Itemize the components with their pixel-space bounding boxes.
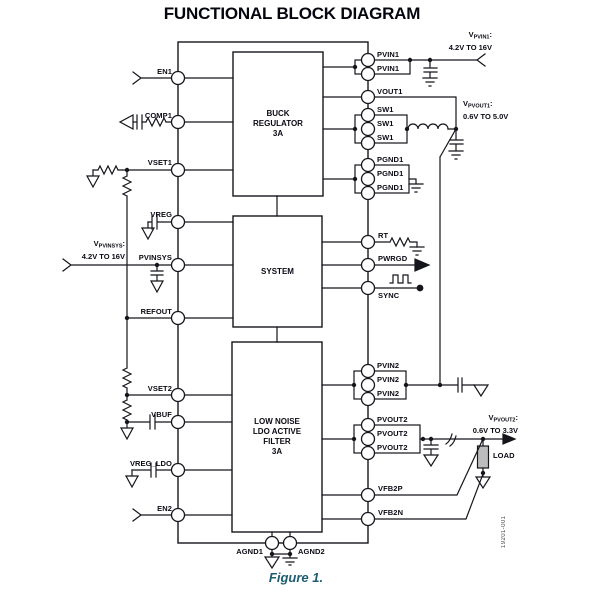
vfb2p-wire xyxy=(374,440,483,496)
pin-label-vbuf: VBUF xyxy=(151,410,172,419)
cap-icon xyxy=(405,377,475,393)
pin-label-pvin2-c: PVIN2 xyxy=(377,389,400,398)
left-internal-wires xyxy=(183,77,234,516)
pvout2-group xyxy=(353,424,517,468)
pin-label-comp1: COMP1 xyxy=(144,111,172,120)
pin-label-pvin2-a: PVIN2 xyxy=(377,361,400,370)
pin-label-en2: EN2 xyxy=(157,504,172,513)
sync-terminal xyxy=(374,274,424,292)
junction-dots xyxy=(124,57,486,557)
earth-ground-icon xyxy=(409,246,425,256)
wire-break-icon xyxy=(445,433,457,447)
ground-arrow-icon xyxy=(124,469,140,489)
cap-to-earth-icon xyxy=(422,59,438,87)
pin-label-en1: EN1 xyxy=(157,67,172,76)
sw1-group xyxy=(354,114,464,386)
pin-label-agnd2: AGND2 xyxy=(298,547,325,556)
annotation-vpvout2: VPVOUT2: 0.6V TO 3.3V xyxy=(472,413,518,435)
system-block-label: SYSTEM xyxy=(261,266,294,276)
capacitor-icon xyxy=(147,214,185,230)
cap-to-ground-icon xyxy=(422,438,440,468)
buck-block xyxy=(232,51,324,197)
vset1-network xyxy=(85,164,185,319)
pin-label-vout1: VOUT1 xyxy=(377,87,403,96)
output-arrow-icon xyxy=(414,258,431,272)
output-cap-earth-icon xyxy=(448,128,464,160)
comp1-network xyxy=(118,113,173,131)
pin-label-sw1-c: SW1 xyxy=(377,133,394,142)
pin-label-pwrgd: PWRGD xyxy=(378,254,408,263)
en1-input-terminal xyxy=(132,71,173,85)
pin-label-vfb2n: VFB2N xyxy=(378,508,404,517)
annotation-vpvinsys: VPVINSYS: 4.2V TO 16V xyxy=(81,239,125,261)
load-resistor xyxy=(476,445,490,469)
input-terminal-icon xyxy=(62,258,185,272)
pin-label-vset2: VSET2 xyxy=(147,384,172,393)
pin-label-sync: SYNC xyxy=(378,291,400,300)
rt-network xyxy=(374,236,425,256)
output-arrow-icon xyxy=(502,433,517,445)
pin-label-pgnd1-a: PGND1 xyxy=(377,155,404,164)
ldo-block-label: LOW NOISE LDO ACTIVE FILTER 3A xyxy=(252,417,302,456)
pvin1-wire-terminal xyxy=(409,53,486,67)
vreg-cap xyxy=(140,214,185,241)
pin-label-pvin2-b: PVIN2 xyxy=(377,375,400,384)
pwrgd-output xyxy=(374,258,431,272)
vout1-wire xyxy=(374,96,457,130)
pin-label-pvout2-c: PVOUT2 xyxy=(377,443,408,452)
pin-label-pgnd1-c: PGND1 xyxy=(377,183,404,192)
pin-label-rt: RT xyxy=(378,231,389,240)
pin-label-vset1: VSET1 xyxy=(147,158,172,167)
pin-label-refout: REFOUT xyxy=(140,307,172,316)
square-wave-icon xyxy=(389,274,412,284)
pin-label-vreg: VREG xyxy=(150,210,172,219)
annotation-vpvout1: VPVOUT1: 0.6V TO 5.0V xyxy=(463,99,509,121)
pin-label-pvinsys: PVINSYS xyxy=(138,253,172,262)
ground-arrow-icon xyxy=(140,221,156,241)
cap-to-ground-icon xyxy=(149,264,165,294)
figure-caption: Figure 1. xyxy=(268,570,324,585)
pvin1-group xyxy=(354,53,486,87)
capacitor-icon xyxy=(132,114,143,130)
pin-label-pvout2-b: PVOUT2 xyxy=(377,429,408,438)
ground-arrow-icon xyxy=(85,169,101,189)
ground-arrow-icon xyxy=(119,421,135,441)
resistor-icon xyxy=(374,236,418,248)
pin-label-pvout2-a: PVOUT2 xyxy=(377,415,408,424)
pin-label-agnd1: AGND1 xyxy=(236,547,263,556)
pin-label-pgnd1-b: PGND1 xyxy=(377,169,404,178)
pin-label-vfb2p: VFB2P xyxy=(378,484,403,493)
en2-input-terminal xyxy=(132,508,173,522)
ground-arrow-icon xyxy=(472,384,490,398)
buck-block-label: BUCK REGULATOR 3A xyxy=(253,109,303,138)
resistor-icon xyxy=(92,164,185,176)
annotation-vpvin1: VPVIN1: 4.2V TO 16V xyxy=(448,30,492,52)
pvinsys-input xyxy=(62,258,185,294)
ground-arrow-icon xyxy=(118,113,134,131)
vfb2n-wire xyxy=(374,473,484,520)
inductor-icon xyxy=(407,123,449,130)
pin-label-pvin1-b: PVIN1 xyxy=(377,64,400,73)
pin-label-sw1-b: SW1 xyxy=(377,119,394,128)
load-label: LOAD xyxy=(493,451,515,460)
pin-label-pvin1-a: PVIN1 xyxy=(377,50,400,59)
earth-ground-icon xyxy=(408,178,424,193)
document-code: 19201-001 xyxy=(501,515,507,548)
load-network xyxy=(474,438,492,490)
right-internal-wires xyxy=(321,66,363,520)
pin-label-vreg-ldo: VREG_LDO xyxy=(129,459,172,468)
capacitor-icon xyxy=(131,462,185,478)
diagram-title: FUNCTIONAL BLOCK DIAGRAM xyxy=(163,4,421,23)
vbuf-capacitor-icon xyxy=(126,414,185,430)
vout-to-pvin2-rail xyxy=(439,128,457,386)
pin-label-sw1-a: SW1 xyxy=(377,105,394,114)
vreg-ldo-cap xyxy=(124,462,185,489)
pin-circles xyxy=(170,52,376,551)
